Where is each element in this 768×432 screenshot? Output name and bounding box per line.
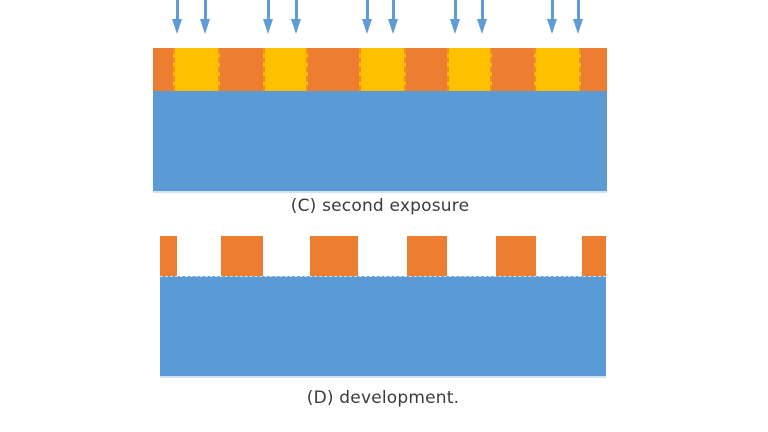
exposure-arrow-icon (449, 0, 461, 34)
exposure-arrow-icon (290, 0, 302, 34)
caption-development: (D) development. (306, 388, 460, 408)
exposure-arrow-icon (387, 0, 399, 34)
resist-pillar (221, 236, 263, 276)
exposure-arrow-icon (361, 0, 373, 34)
resist-pillar (310, 236, 358, 276)
exposure-arrow-icon (199, 0, 211, 34)
exposure-arrow-icon (546, 0, 558, 34)
resist-pillar (496, 236, 536, 276)
resist-layer (153, 48, 607, 91)
resist-pillar (407, 236, 447, 276)
exposed-region (263, 48, 308, 91)
substrate-d (160, 276, 606, 376)
exposure-arrow-icon (476, 0, 488, 34)
exposed-region (447, 48, 492, 91)
exposed-region (173, 48, 220, 91)
caption-second-exposure: (C) second exposure (290, 196, 470, 216)
exposed-region (359, 48, 406, 91)
substrate-c (153, 91, 607, 191)
exposure-arrow-icon (262, 0, 274, 34)
exposed-region (534, 48, 581, 91)
resist-pillar (582, 236, 606, 276)
exposure-arrow-icon (572, 0, 584, 34)
resist-pillar (160, 236, 177, 276)
exposure-arrow-icon (171, 0, 183, 34)
